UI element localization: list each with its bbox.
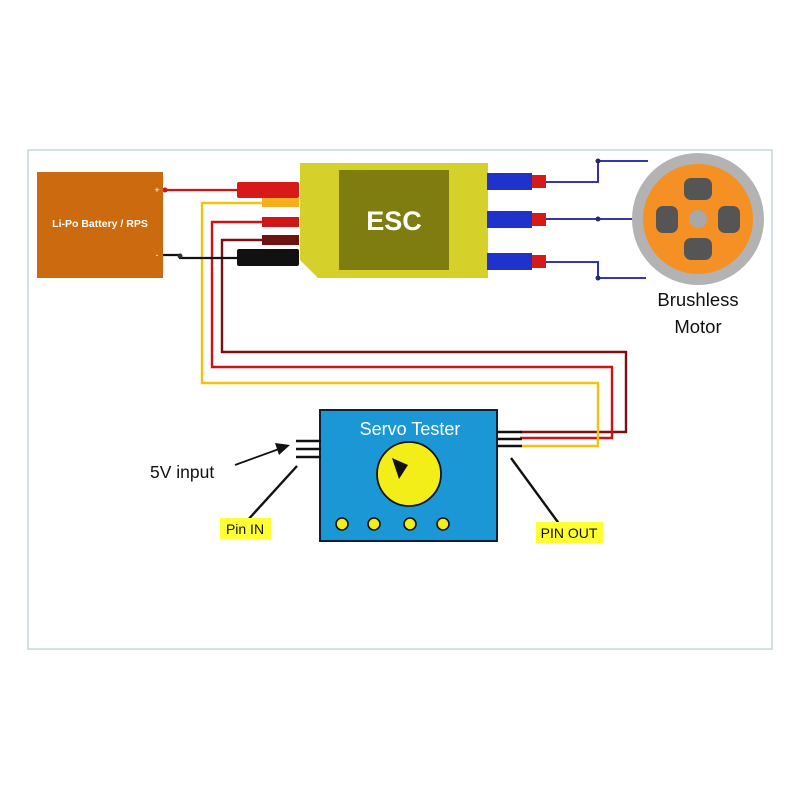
battery-positive-node: [162, 187, 168, 193]
servo-button-1: [335, 517, 349, 531]
signal-wire-red: [210, 220, 614, 440]
motor-slot-bottom: [684, 238, 712, 260]
esc-label: ESC: [366, 206, 422, 236]
signal-wire-dark-red: [220, 238, 628, 434]
motor-wire-node-2: [595, 216, 601, 222]
battery-label: Li-Po Battery / RPS: [52, 218, 148, 230]
esc-signal-connector-red: [262, 217, 299, 227]
pin-out-pointer: [510, 457, 561, 526]
pin-in-pointer: [245, 465, 298, 523]
motor-shaft: [689, 210, 707, 228]
esc-power-connector-black: [237, 249, 299, 266]
motor-label-line1: Brushless: [657, 289, 738, 310]
esc-output-tip-3: [532, 255, 546, 268]
battery-minus-sign: -: [156, 250, 159, 260]
esc-output-tip-2: [532, 213, 546, 226]
battery: [37, 172, 163, 278]
motor-wire-node-3: [595, 275, 601, 281]
esc-output-connector-1: [487, 173, 532, 190]
servo-button-2: [367, 517, 381, 531]
esc-output-connector-3: [487, 253, 532, 270]
input-label: 5V input: [150, 462, 214, 482]
signal-wire-yellow: [200, 201, 600, 448]
motor-wire-3: [546, 261, 646, 279]
battery-plus-sign: +: [154, 185, 159, 195]
input-arrow-head: [275, 443, 290, 455]
esc-power-connector-red: [237, 182, 299, 198]
motor-slot-left: [656, 206, 678, 233]
servo-knob: [376, 441, 442, 507]
brushless-motor: [632, 153, 764, 285]
esc-core: [339, 170, 449, 270]
motor-slot-top: [684, 178, 712, 200]
pin-in-highlight: [220, 518, 271, 539]
input-arrow-shaft: [234, 448, 280, 466]
battery-negative-node: [177, 253, 183, 259]
pin-out-label: PIN OUT: [541, 525, 598, 541]
esc-output-tip-1: [532, 175, 546, 188]
motor-label-line2: Motor: [674, 316, 721, 337]
servo-button-3: [403, 517, 417, 531]
motor-wire-node-1: [595, 158, 601, 164]
motor-slot-right: [718, 206, 740, 233]
esc-signal-connector-yellow: [262, 198, 299, 207]
motor-wire-1: [546, 160, 648, 183]
pin-in-label: Pin IN: [226, 521, 264, 537]
esc-output-connector-2: [487, 211, 532, 228]
servo-knob-pointer: [392, 458, 408, 479]
esc-signal-connector-dark: [262, 235, 299, 245]
pin-out-highlight: [536, 522, 603, 543]
servo-button-4: [436, 517, 450, 531]
servo-tester-label: Servo Tester: [360, 419, 461, 439]
